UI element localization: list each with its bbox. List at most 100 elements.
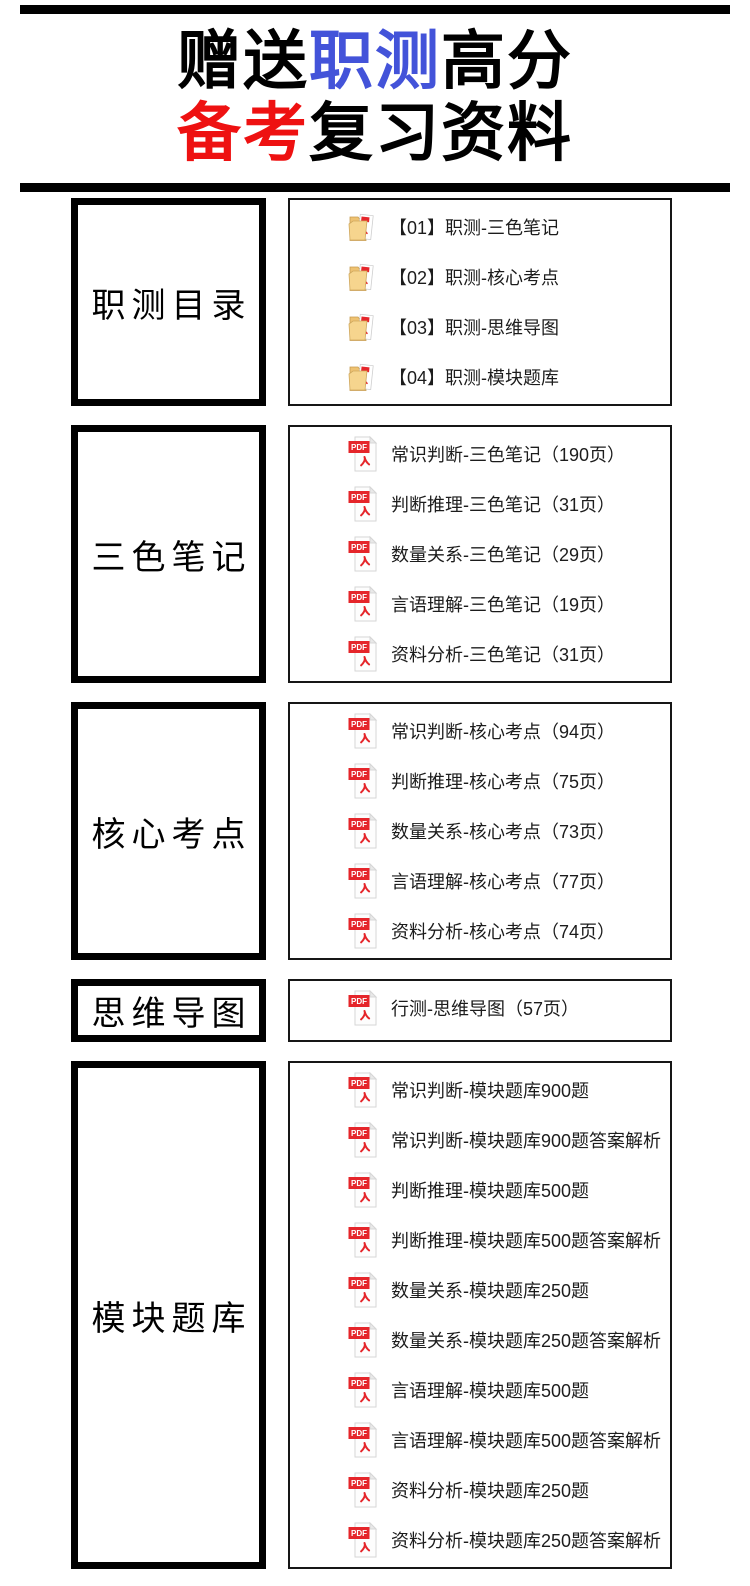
pdf-file-icon: PDF (348, 1122, 378, 1158)
file-name: 言语理解-核心考点（77页） (391, 872, 616, 893)
file-name: 资料分析-核心考点（74页） (391, 922, 616, 943)
section-label-box: 模块题库 (71, 1061, 266, 1570)
file-name: 判断推理-模块题库500题答案解析 (391, 1231, 662, 1252)
pdf-badge-label: PDF (351, 1079, 367, 1088)
pdf-file-icon: PDF (348, 536, 378, 572)
pdf-file-icon: PDF (348, 1272, 378, 1308)
file-list: PDF 常识判断-核心考点（94页） PDF 判断推理-核心考点（75页） PD… (288, 702, 672, 961)
file-name: 数量关系-模块题库250题 (391, 1281, 590, 1302)
file-item[interactable]: PDF 资料分析-模块题库250题答案解析 (290, 1515, 670, 1565)
pdf-badge-label: PDF (351, 920, 367, 929)
pdf-badge-label: PDF (351, 1479, 367, 1488)
file-name: 言语理解-模块题库500题答案解析 (391, 1431, 662, 1452)
file-item[interactable]: PDF 数量关系-模块题库250题答案解析 (290, 1315, 670, 1365)
material-section: 模块题库 PDF 常识判断-模块题库900题 PDF 常识判断-模块题库900题… (71, 1061, 750, 1570)
file-name: 行测-思维导图（57页） (391, 999, 580, 1020)
file-item[interactable]: PDF 言语理解-核心考点（77页） (290, 856, 670, 906)
pdf-file-icon: PDF (348, 1072, 378, 1108)
file-item[interactable]: PDF 常识判断-三色笔记（190页） (290, 429, 670, 479)
file-item[interactable]: PDF 资料分析-三色笔记（31页） (290, 629, 670, 679)
file-name: 资料分析-模块题库250题答案解析 (391, 1531, 662, 1552)
pdf-badge-label: PDF (351, 593, 367, 602)
title-part-1: 赠送 (177, 25, 309, 97)
section-label-text: 模块题库 (91, 1300, 252, 1338)
title-part-4: 备考 (177, 96, 309, 169)
pdf-badge-label: PDF (351, 1179, 367, 1188)
pdf-badge-label: PDF (351, 1129, 367, 1138)
sections: 职测目录 【01】职测-三色笔记 (0, 192, 750, 1570)
file-item[interactable]: 【04】职测-模块题库 (290, 352, 670, 402)
file-name: 【03】职测-思维导图 (389, 318, 560, 339)
material-section: 职测目录 【01】职测-三色笔记 (71, 198, 750, 407)
file-item[interactable]: PDF 行测-思维导图（57页） (290, 983, 670, 1033)
file-name: 数量关系-三色笔记（29页） (391, 545, 616, 566)
pdf-badge-label: PDF (351, 1429, 367, 1438)
pdf-file-icon: PDF (348, 586, 378, 622)
file-name: 判断推理-三色笔记（31页） (391, 495, 616, 516)
file-name: 数量关系-核心考点（73页） (391, 822, 616, 843)
pdf-folder-icon (348, 314, 374, 342)
section-label-text: 职测目录 (91, 287, 252, 325)
pdf-badge-label: PDF (351, 443, 367, 452)
file-item[interactable]: 【03】职测-思维导图 (290, 302, 670, 352)
page-title: 赠送职测高分 备考复习资料 (0, 25, 750, 169)
pdf-folder-icon (348, 264, 374, 292)
file-item[interactable]: PDF 判断推理-三色笔记（31页） (290, 479, 670, 529)
file-item[interactable]: 【01】职测-三色笔记 (290, 202, 670, 252)
pdf-badge-label: PDF (351, 543, 367, 552)
section-label-text: 核心考点 (91, 816, 252, 854)
file-item[interactable]: PDF 言语理解-三色笔记（19页） (290, 579, 670, 629)
file-item[interactable]: PDF 判断推理-模块题库500题 (290, 1165, 670, 1215)
pdf-badge-label: PDF (351, 1279, 367, 1288)
pdf-folder-icon (348, 364, 374, 392)
file-item[interactable]: PDF 常识判断-模块题库900题 (290, 1065, 670, 1115)
section-label-box: 三色笔记 (71, 425, 266, 684)
top-black-bar (20, 5, 730, 14)
pdf-file-icon: PDF (348, 436, 378, 472)
pdf-badge-label: PDF (351, 770, 367, 779)
material-section: 核心考点 PDF 常识判断-核心考点（94页） PDF 判断推理-核心考点（75… (71, 702, 750, 961)
pdf-badge-label: PDF (351, 1329, 367, 1338)
pdf-file-icon: PDF (348, 713, 378, 749)
file-name: 言语理解-模块题库500题 (391, 1381, 590, 1402)
file-item[interactable]: PDF 言语理解-模块题库500题答案解析 (290, 1415, 670, 1465)
file-item[interactable]: 【02】职测-核心考点 (290, 252, 670, 302)
pdf-badge-label: PDF (351, 870, 367, 879)
section-label-box: 核心考点 (71, 702, 266, 961)
pdf-badge-label: PDF (351, 997, 367, 1006)
material-section: 思维导图 PDF 行测-思维导图（57页） (71, 979, 750, 1043)
pdf-folder-icon (348, 214, 374, 242)
pdf-file-icon: PDF (348, 1522, 378, 1558)
file-name: 常识判断-核心考点（94页） (391, 722, 616, 743)
material-section: 三色笔记 PDF 常识判断-三色笔记（190页） PDF 判断推理-三色笔记（3… (71, 425, 750, 684)
pdf-file-icon: PDF (348, 1322, 378, 1358)
section-label-box: 职测目录 (71, 198, 266, 407)
pdf-file-icon: PDF (348, 913, 378, 949)
file-item[interactable]: PDF 资料分析-模块题库250题 (290, 1465, 670, 1515)
file-item[interactable]: PDF 言语理解-模块题库500题 (290, 1365, 670, 1415)
file-item[interactable]: PDF 常识判断-核心考点（94页） (290, 706, 670, 756)
pdf-file-icon: PDF (348, 1172, 378, 1208)
file-item[interactable]: PDF 判断推理-核心考点（75页） (290, 756, 670, 806)
pdf-file-icon: PDF (348, 813, 378, 849)
file-item[interactable]: PDF 资料分析-核心考点（74页） (290, 906, 670, 956)
file-list: 【01】职测-三色笔记 【02】职测-核心考点 (288, 198, 672, 407)
file-item[interactable]: PDF 数量关系-三色笔记（29页） (290, 529, 670, 579)
pdf-file-icon: PDF (348, 1222, 378, 1258)
pdf-file-icon: PDF (348, 1472, 378, 1508)
file-item[interactable]: PDF 数量关系-核心考点（73页） (290, 806, 670, 856)
file-name: 资料分析-模块题库250题 (391, 1481, 590, 1502)
title-part-3: 高分 (441, 25, 573, 97)
pdf-file-icon: PDF (348, 763, 378, 799)
file-item[interactable]: PDF 常识判断-模块题库900题答案解析 (290, 1115, 670, 1165)
file-name: 言语理解-三色笔记（19页） (391, 595, 616, 616)
file-name: 数量关系-模块题库250题答案解析 (391, 1331, 662, 1352)
file-item[interactable]: PDF 判断推理-模块题库500题答案解析 (290, 1215, 670, 1265)
pdf-file-icon: PDF (348, 1372, 378, 1408)
file-item[interactable]: PDF 数量关系-模块题库250题 (290, 1265, 670, 1315)
pdf-badge-label: PDF (351, 820, 367, 829)
pdf-badge-label: PDF (351, 1229, 367, 1238)
file-name: 常识判断-模块题库900题 (391, 1081, 590, 1102)
pdf-file-icon: PDF (348, 486, 378, 522)
pdf-badge-label: PDF (351, 493, 367, 502)
